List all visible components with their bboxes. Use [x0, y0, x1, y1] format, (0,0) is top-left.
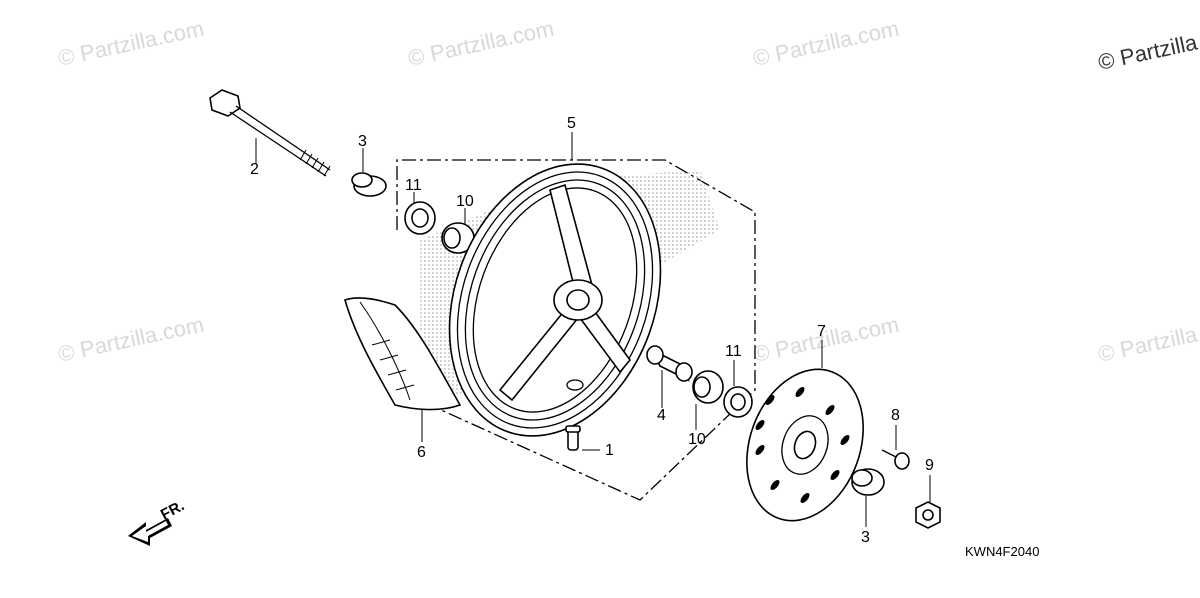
axle-bolt	[209, 89, 331, 177]
watermark: © Partzilla.com	[1096, 312, 1200, 367]
callout-10-left: 10	[456, 193, 474, 210]
collar-left	[351, 172, 387, 197]
callout-3-left: 3	[358, 133, 367, 150]
callout-1: 1	[605, 442, 614, 459]
bearing-11-left	[404, 201, 436, 235]
front-wheel	[448, 163, 662, 437]
callout-6: 6	[417, 444, 426, 461]
leader-lines	[255, 132, 931, 527]
watermark: © Partzilla.com	[751, 16, 901, 71]
watermark: © Partzilla.com	[56, 16, 206, 71]
collar-right	[851, 468, 885, 496]
distance-collar	[646, 345, 693, 382]
front-label: FR.	[158, 497, 187, 523]
callouts: 1 2 3 3 4 5 6 7 8 9 10 10 11 11	[250, 115, 934, 546]
bearing-10-right	[692, 370, 724, 404]
callout-4: 4	[657, 407, 666, 424]
axle-nut	[915, 501, 941, 529]
tire-valve	[565, 425, 581, 451]
callout-5: 5	[567, 115, 576, 132]
drawing-code: KWN4F2040	[965, 544, 1039, 559]
callout-11-left: 11	[405, 177, 422, 194]
callout-11-right: 11	[725, 343, 742, 360]
watermark: © Partzilla.com	[56, 312, 206, 367]
brake-disc	[746, 368, 864, 522]
watermark: © Partzilla.com	[406, 16, 556, 71]
disc-bolt	[881, 449, 910, 470]
bearing-10-left	[441, 222, 475, 254]
front-direction-arrow: FR.	[128, 497, 187, 546]
front-fender	[344, 297, 462, 411]
bearing-11-right	[723, 386, 753, 418]
callout-3-right: 3	[861, 529, 870, 546]
callout-2: 2	[250, 161, 259, 178]
watermark-dark: © Partzilla.com	[1096, 20, 1200, 75]
callout-7: 7	[817, 323, 826, 340]
callout-8: 8	[891, 407, 900, 424]
callout-10-right: 10	[688, 431, 706, 448]
callout-9: 9	[925, 457, 934, 474]
watermark: © Partzilla.com	[751, 312, 901, 367]
